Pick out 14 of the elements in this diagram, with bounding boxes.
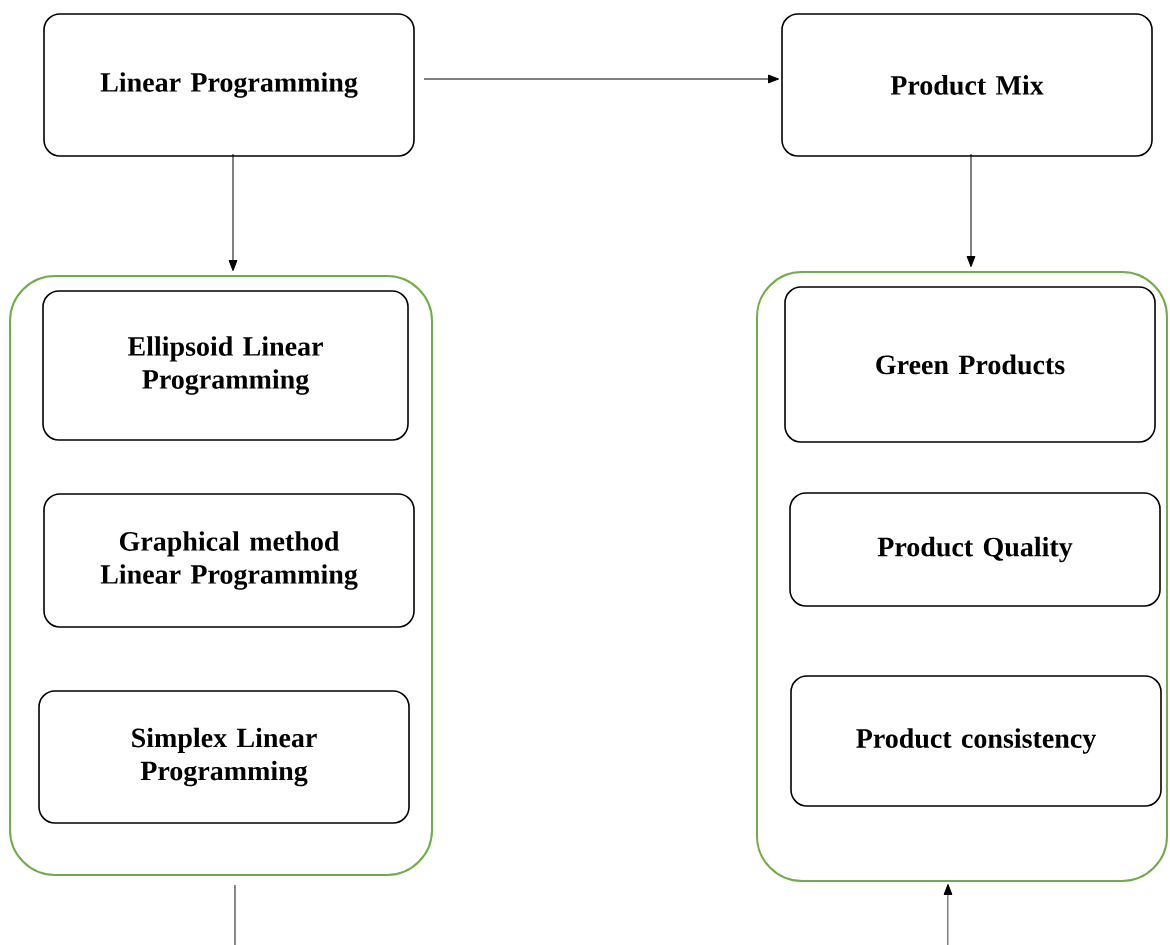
group-box <box>756 271 1168 882</box>
arrow <box>423 74 780 84</box>
arrow <box>943 883 953 945</box>
process-box: Product Quality <box>789 492 1161 607</box>
process-box: Green Products <box>784 286 1156 443</box>
process-box: Simplex Linear Programming <box>38 690 410 824</box>
process-box: Linear Programming <box>43 13 415 157</box>
process-box: Graphical method Linear Programming <box>43 493 415 628</box>
arrow <box>228 153 238 272</box>
process-box: Ellipsoid Linear Programming <box>42 290 409 441</box>
process-box: Product consistency <box>790 675 1162 807</box>
arrow <box>966 153 976 268</box>
group-box <box>9 275 433 876</box>
process-box: Product Mix <box>781 13 1153 157</box>
